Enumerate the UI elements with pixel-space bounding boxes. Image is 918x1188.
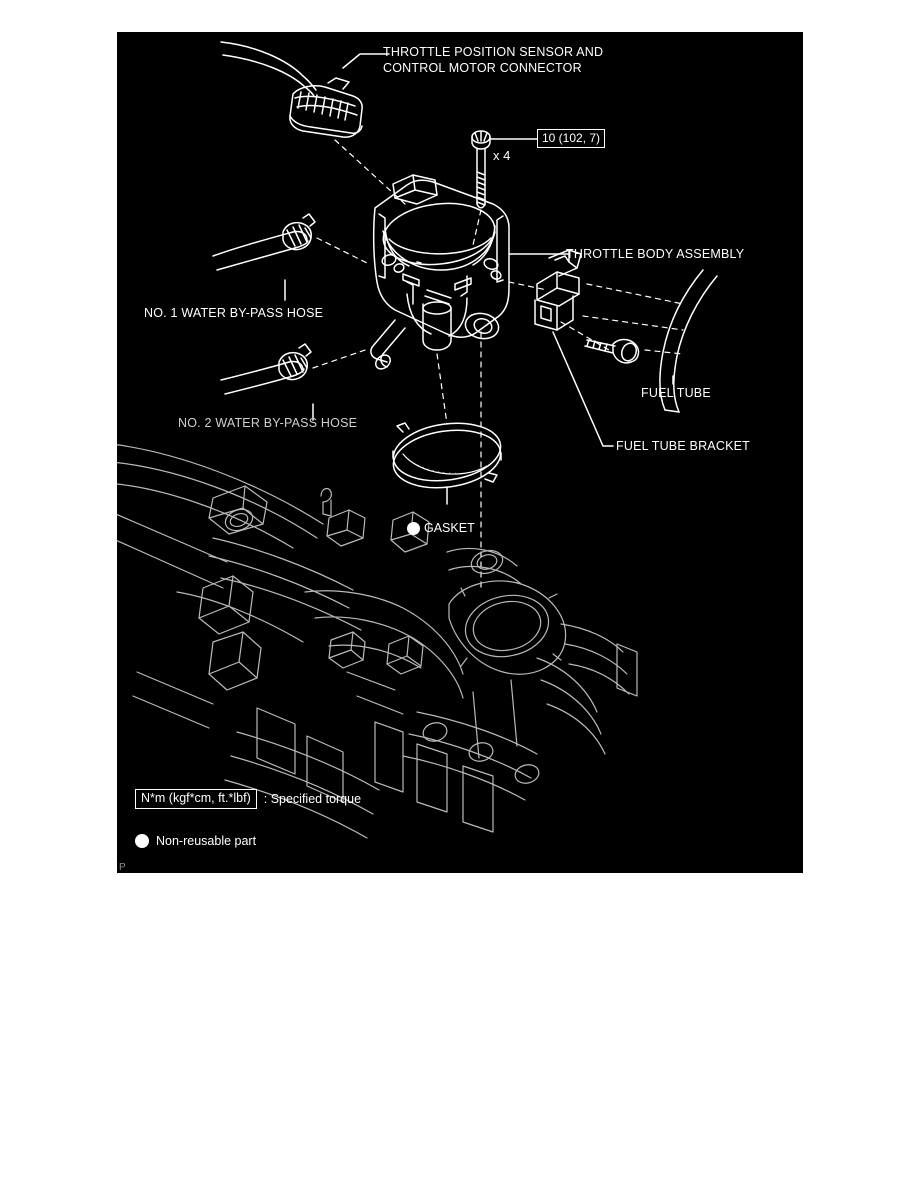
gasket-hatch: [405, 456, 485, 474]
callout-throttle-body-assembly: THROTTLE BODY ASSEMBLY: [566, 247, 745, 261]
bolt-quantity-label: x 4: [493, 148, 511, 163]
legend-non-reusable-text: Non-reusable part: [156, 834, 257, 848]
leader-bracket: [552, 331, 614, 447]
legend-torque-meaning: : Specified torque: [263, 792, 362, 806]
fuel-tube-bracket-drawing: [534, 249, 582, 331]
callout-gasket-label: GASKET: [424, 521, 475, 535]
callout-fuel-tube: FUEL TUBE: [641, 386, 711, 400]
non-reusable-dot-icon: [407, 521, 420, 535]
throttle-body-drawing: [370, 174, 510, 370]
callout-throttle-position-sensor-connector: THROTTLE POSITION SENSOR AND CONTROL MOTO…: [383, 44, 603, 76]
diagram-panel: THROTTLE POSITION SENSOR AND CONTROL MOTO…: [117, 32, 803, 873]
leader-connector: [342, 53, 390, 69]
diagram-illustration: [117, 41, 718, 839]
mounting-bolt-drawing: [471, 130, 491, 209]
gasket-drawing: [392, 422, 502, 489]
fuel-tube-drawing: [659, 269, 718, 413]
intake-manifold-drawing: [117, 444, 638, 839]
no1-hose-drawing: [212, 213, 316, 271]
no2-hose-drawing: [220, 343, 312, 395]
callout-no-1-water-by-pass-hose: NO. 1 WATER BY-PASS HOSE: [144, 306, 324, 320]
callout-gasket: GASKET: [407, 521, 475, 535]
legend-non-reusable-part: Non-reusable part: [135, 834, 256, 848]
legend-specified-torque: N*m (kgf*cm, ft.*lbf) : Specified torque: [135, 789, 361, 809]
sensor-connector-drawing: [220, 41, 363, 138]
callout-no-2-water-by-pass-hose: NO. 2 WATER BY-PASS HOSE: [178, 416, 358, 430]
page-marker: P: [119, 862, 126, 873]
callout-line-1: THROTTLE POSITION SENSOR AND: [383, 45, 604, 59]
non-reusable-dot-icon: [135, 834, 149, 848]
callout-fuel-tube-bracket: FUEL TUBE BRACKET: [616, 439, 750, 453]
torque-spec-box: 10 (102, 7): [537, 129, 606, 148]
callout-line-2: CONTROL MOTOR CONNECTOR: [383, 61, 582, 75]
legend-torque-units: N*m (kgf*cm, ft.*lbf): [135, 789, 257, 809]
bracket-bolt-drawing: [584, 338, 640, 364]
